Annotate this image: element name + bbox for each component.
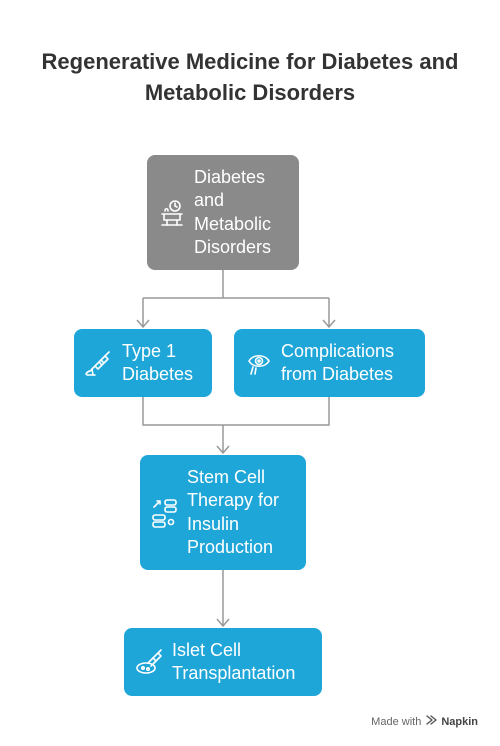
syringe-icon xyxy=(83,348,113,378)
napkin-logo-icon xyxy=(425,714,438,729)
footer-prefix: Made with xyxy=(371,715,422,728)
scale-icon xyxy=(159,198,185,228)
node-islet-cell-transplantation: Islet Cell Transplantation xyxy=(124,628,322,696)
node-label: Diabetes and Metabolic Disorders xyxy=(194,166,272,258)
node-label: Stem Cell Therapy for Insulin Production xyxy=(187,466,280,558)
arrowhead-islet xyxy=(216,618,230,628)
arrowhead-type1 xyxy=(136,319,150,329)
node-stem-cell-therapy: Stem Cell Therapy for Insulin Production xyxy=(140,455,306,570)
arrowhead-stem xyxy=(216,445,230,455)
node-label: Complications from Diabetes xyxy=(281,340,395,385)
arrowhead-complications xyxy=(322,319,336,329)
node-label: Islet Cell Transplantation xyxy=(172,639,296,684)
edge-merge-to-stem xyxy=(142,397,330,453)
node-complications-from-diabetes: Complications from Diabetes xyxy=(234,329,425,397)
eye-icon xyxy=(245,349,273,377)
node-diabetes-metabolic-disorders: Diabetes and Metabolic Disorders xyxy=(147,155,299,270)
node-label: Type 1 Diabetes xyxy=(122,340,194,385)
footer-attribution[interactable]: Made with Napkin xyxy=(371,714,478,729)
cell-stack-icon xyxy=(151,497,179,529)
footer-brand: Napkin xyxy=(441,715,478,728)
node-type-1-diabetes: Type 1 Diabetes xyxy=(74,329,212,397)
petri-dish-icon xyxy=(134,647,164,677)
edge-root-split xyxy=(142,270,330,327)
diagram-title: Regenerative Medicine for Diabetes and M… xyxy=(41,49,459,105)
